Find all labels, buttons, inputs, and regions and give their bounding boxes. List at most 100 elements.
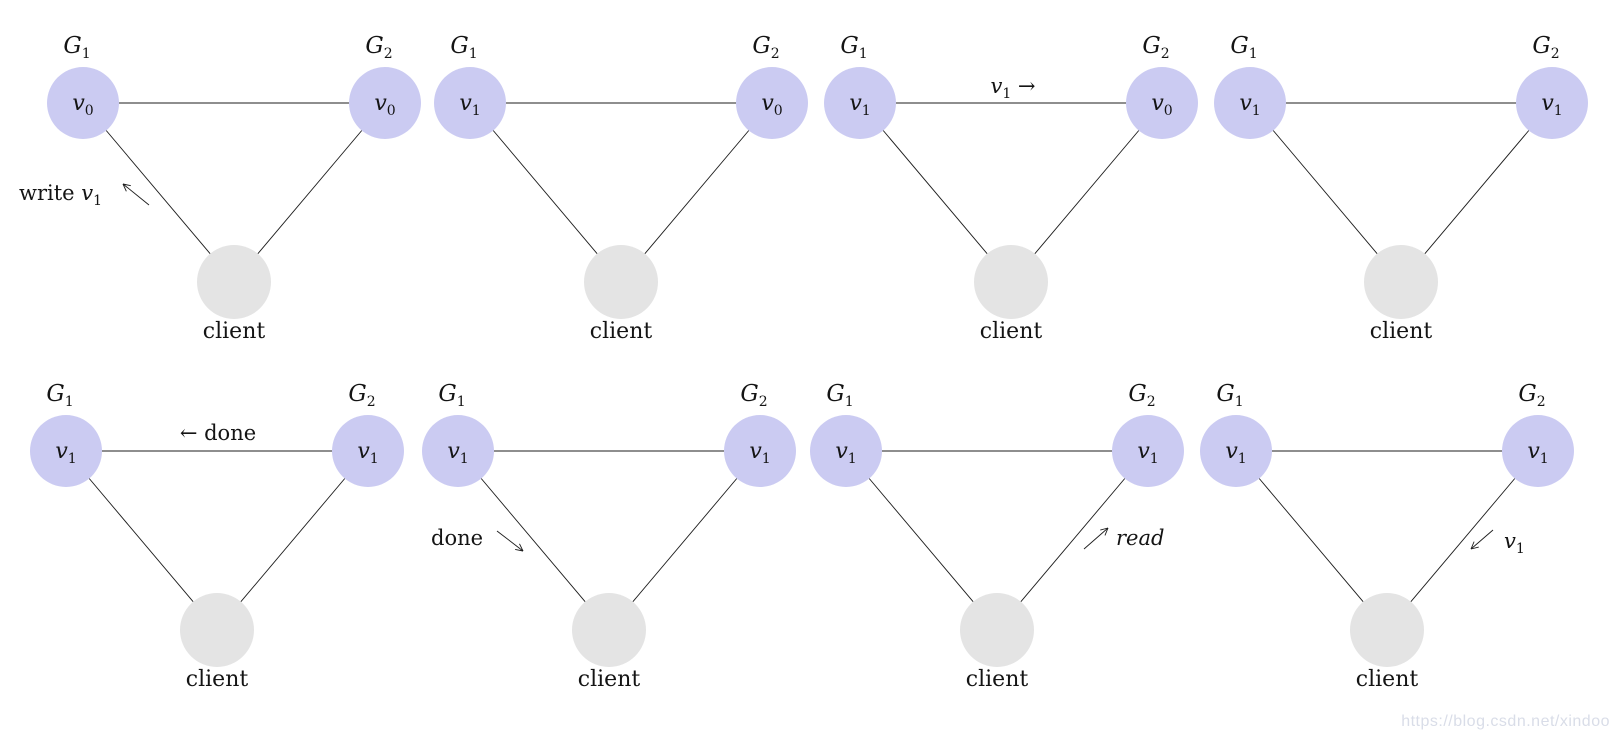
edge-g1-client [1258, 478, 1364, 603]
g2-value: v0 [1151, 91, 1172, 119]
g1-label: G1 [1230, 33, 1257, 62]
edge-g2-client [257, 130, 363, 255]
client-node [960, 593, 1034, 667]
replica-node-g1 [824, 67, 896, 139]
client-label: client [980, 319, 1043, 344]
edge-g1-client [882, 130, 988, 255]
client-label: client [203, 319, 266, 344]
edge-g2-client [1020, 478, 1126, 603]
annotation-text: read [1116, 526, 1164, 550]
client-label: client [186, 667, 249, 692]
g1-label: G1 [1216, 381, 1243, 410]
edge-g1-client [480, 478, 586, 603]
replica-node-g2 [1516, 67, 1588, 139]
panel-7: G1 G2 v1 v1 client read [762, 348, 1232, 708]
edge-g1-client [88, 478, 194, 603]
panel-8: G1 G2 v1 v1 client v1 [1152, 348, 1620, 708]
g2-value: v1 [1137, 439, 1158, 467]
annotation-text: v1 → [990, 74, 1035, 102]
panel-svg-7: G1 G2 v1 v1 client read [810, 381, 1184, 692]
g2-label: G2 [348, 381, 375, 410]
panel-svg-3: G1 G2 v1 v0 client v1 → [824, 33, 1198, 344]
panel-4: G1 G2 v1 v1 client [1166, 0, 1620, 360]
g1-label: G1 [826, 381, 853, 410]
g1-value: v1 [1239, 91, 1260, 119]
annotation-arrow-icon [496, 530, 524, 552]
replica-node-g2 [332, 415, 404, 487]
panel-svg-8: G1 G2 v1 v1 client v1 [1200, 381, 1574, 692]
g1-value: v1 [835, 439, 856, 467]
g2-label: G2 [752, 33, 779, 62]
edge-g1-client [492, 130, 598, 255]
g2-label: G2 [365, 33, 392, 62]
client-node [974, 245, 1048, 319]
edge-g2-client [644, 130, 750, 255]
client-node [1364, 245, 1438, 319]
annotation-text: v1 [1504, 529, 1525, 557]
annotation-arrow-icon [122, 183, 150, 206]
edge-g2-client [1424, 130, 1530, 255]
client-label: client [578, 667, 641, 692]
replica-node-g2 [736, 67, 808, 139]
g1-label: G1 [450, 33, 477, 62]
g2-label: G2 [1518, 381, 1545, 410]
replica-node-g1 [1200, 415, 1272, 487]
g1-value: v1 [55, 439, 76, 467]
g2-value: v1 [1541, 91, 1562, 119]
g2-label: G2 [1142, 33, 1169, 62]
client-node [584, 245, 658, 319]
g2-value: v1 [357, 439, 378, 467]
client-label: client [1356, 667, 1419, 692]
replica-node-g1 [1214, 67, 1286, 139]
panel-3: G1 G2 v1 v0 client v1 → [776, 0, 1246, 360]
client-node [197, 245, 271, 319]
client-label: client [1370, 319, 1433, 344]
edge-g1-client [105, 130, 211, 255]
edge-g2-client [1410, 478, 1516, 603]
replica-node-g2 [724, 415, 796, 487]
replica-node-g1 [810, 415, 882, 487]
g2-value: v0 [374, 91, 395, 119]
watermark: https://blog.csdn.net/xindoo [1401, 713, 1610, 730]
annotation-arrow-icon [1083, 527, 1109, 550]
g2-label: G2 [1532, 33, 1559, 62]
replica-node-g1 [434, 67, 506, 139]
client-node [180, 593, 254, 667]
replica-node-g1 [47, 67, 119, 139]
replica-node-g2 [1112, 415, 1184, 487]
edge-g2-client [632, 478, 738, 603]
g1-value: v0 [72, 91, 93, 119]
annotation-arrow-icon [1470, 529, 1494, 550]
panel-svg-4: G1 G2 v1 v1 client [1214, 33, 1588, 344]
g1-value: v1 [1225, 439, 1246, 467]
annotation-text: done [431, 526, 483, 550]
g2-label: G2 [1128, 381, 1155, 410]
replica-node-g1 [422, 415, 494, 487]
client-label: client [966, 667, 1029, 692]
client-node [1350, 593, 1424, 667]
annotation-text: write v1 [19, 181, 102, 209]
edge-g1-client [1272, 130, 1378, 255]
replica-node-g2 [349, 67, 421, 139]
g2-value: v0 [761, 91, 782, 119]
g2-value: v1 [1527, 439, 1548, 467]
g1-value: v1 [849, 91, 870, 119]
g2-value: v1 [749, 439, 770, 467]
g1-label: G1 [438, 381, 465, 410]
client-node [572, 593, 646, 667]
replica-node-g2 [1502, 415, 1574, 487]
annotation-text: ← done [180, 421, 256, 445]
g1-label: G1 [840, 33, 867, 62]
replica-node-g2 [1126, 67, 1198, 139]
edge-g1-client [868, 478, 974, 603]
edge-g2-client [1034, 130, 1140, 255]
g1-value: v1 [459, 91, 480, 119]
g1-value: v1 [447, 439, 468, 467]
